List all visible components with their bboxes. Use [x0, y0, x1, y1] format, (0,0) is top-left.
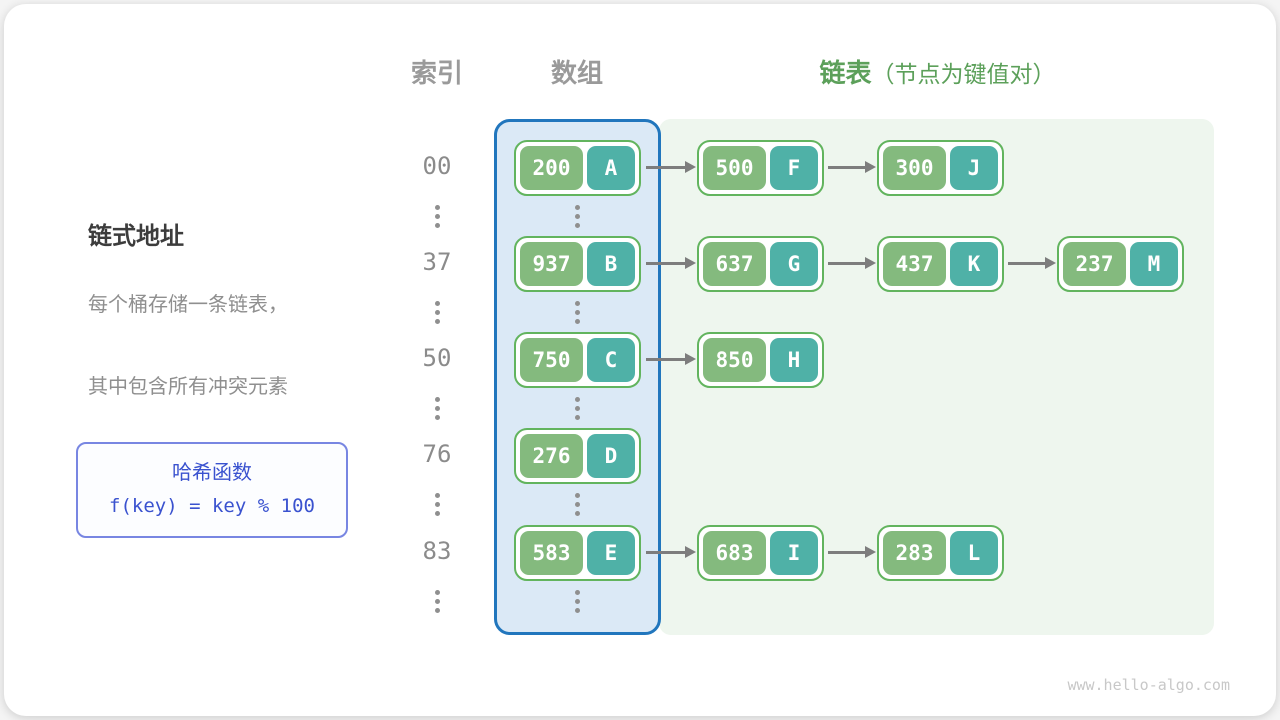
hash-function-formula: f(key) = key % 100: [109, 495, 315, 517]
ellipsis-dots: [574, 493, 580, 516]
index-label: 00: [422, 152, 452, 180]
ellipsis-dots: [434, 493, 440, 516]
arrow-icon: [646, 546, 696, 558]
key-cell: 437: [883, 242, 946, 286]
value-cell: J: [950, 146, 998, 190]
key-cell: 750: [520, 338, 583, 382]
value-cell: B: [587, 242, 635, 286]
value-cell: D: [587, 434, 635, 478]
watermark: www.hello-algo.com: [1067, 676, 1230, 694]
ellipsis-dots: [574, 590, 580, 613]
value-cell: I: [770, 531, 818, 575]
ellipsis-dots: [574, 205, 580, 228]
value-cell: H: [770, 338, 818, 382]
key-cell: 583: [520, 531, 583, 575]
value-cell: E: [587, 531, 635, 575]
arrow-icon: [1008, 257, 1056, 269]
key-cell: 237: [1063, 242, 1126, 286]
ellipsis-dots: [574, 301, 580, 324]
ellipsis-dots: [434, 590, 440, 613]
key-cell: 850: [703, 338, 766, 382]
page-title: 链式地址: [88, 223, 184, 250]
value-cell: M: [1130, 242, 1178, 286]
index-column-header: 索引: [410, 58, 463, 88]
ellipsis-dots: [434, 301, 440, 324]
index-label: 50: [422, 344, 452, 372]
arrow-icon: [828, 161, 876, 173]
linked-list-header-note: （节点为键值对）: [871, 61, 1056, 87]
index-label: 76: [422, 440, 452, 468]
index-label: 37: [422, 248, 452, 276]
linked-list-column-header: 链表（节点为键值对）: [661, 56, 1214, 90]
key-cell: 500: [703, 146, 766, 190]
value-cell: A: [587, 146, 635, 190]
key-cell: 200: [520, 146, 583, 190]
description-line-1: 每个桶存储一条链表，: [88, 294, 288, 316]
linked-list-header-label: 链表: [819, 58, 872, 88]
arrow-icon: [646, 161, 696, 173]
value-cell: L: [950, 531, 998, 575]
index-label: 83: [422, 537, 452, 565]
key-cell: 283: [883, 531, 946, 575]
hash-function-box: 哈希函数 f(key) = key % 100: [76, 442, 348, 538]
key-cell: 683: [703, 531, 766, 575]
ellipsis-dots: [434, 397, 440, 420]
key-cell: 937: [520, 242, 583, 286]
description-text: 每个桶存储一条链表， 其中包含所有冲突元素: [88, 285, 288, 408]
ellipsis-dots: [574, 397, 580, 420]
description-line-2: 其中包含所有冲突元素: [88, 376, 288, 398]
arrow-icon: [646, 257, 696, 269]
value-cell: C: [587, 338, 635, 382]
value-cell: F: [770, 146, 818, 190]
arrow-icon: [646, 353, 696, 365]
arrow-icon: [828, 546, 876, 558]
array-column-header: 数组: [550, 58, 603, 88]
arrow-icon: [828, 257, 876, 269]
key-cell: 637: [703, 242, 766, 286]
value-cell: G: [770, 242, 818, 286]
diagram-card: 索引 数组 链表（节点为键值对） 链式地址 每个桶存储一条链表， 其中包含所有冲…: [4, 4, 1276, 716]
ellipsis-dots: [434, 205, 440, 228]
value-cell: K: [950, 242, 998, 286]
hash-function-title: 哈希函数: [172, 462, 252, 484]
key-cell: 300: [883, 146, 946, 190]
key-cell: 276: [520, 434, 583, 478]
